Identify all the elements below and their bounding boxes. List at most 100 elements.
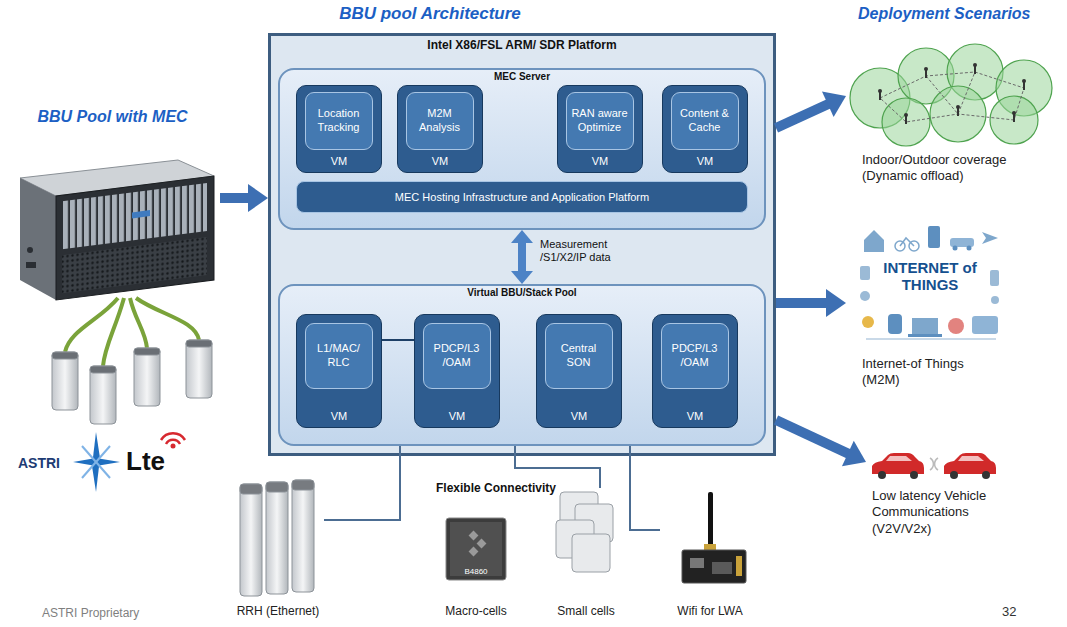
- vm-box-text: VM: [331, 410, 348, 422]
- iot-icons-part: [864, 230, 884, 252]
- vm-box: VM Content & Cache: [662, 85, 748, 173]
- wifi-board-part: [704, 544, 716, 550]
- lte-signal-part: [161, 433, 185, 440]
- title-wrap: BBU pool Architecture: [290, 4, 570, 24]
- stack-box-text: Central SON: [549, 342, 609, 368]
- link-line-shaft: [382, 339, 414, 341]
- vehicles: [872, 453, 996, 479]
- arrow-head: [826, 289, 846, 317]
- device-item: Wifi for LWA: [660, 488, 760, 624]
- radio-heads-part: [134, 348, 160, 406]
- coverage-map-part-part: [879, 92, 881, 100]
- block-arrow: [776, 289, 846, 317]
- section-heading-wrap: Deployment Scenarios: [858, 5, 1031, 23]
- iot-icons-part: [928, 226, 940, 248]
- app-box-text: M2M Analysis: [410, 107, 470, 133]
- radio-heads-part: [90, 366, 116, 424]
- server-chassis-part-part: [62, 237, 207, 293]
- diagram-title: BBU pool Architecture: [290, 4, 570, 24]
- coverage-map-part-part: [882, 98, 930, 146]
- app-box-text: Content & Cache: [675, 107, 735, 133]
- stack-box-text: L1/MAC/ RLC: [309, 342, 369, 368]
- block-arrow: [776, 420, 866, 466]
- macro-chip: [446, 518, 506, 580]
- app-box-text: Location Tracking: [309, 107, 369, 133]
- platform-bar-text: MEC Hosting Infrastructure and Applicati…: [395, 191, 649, 203]
- coverage-map-part-part: [1022, 79, 1026, 83]
- small-cell-units: [556, 492, 613, 572]
- mec-server-box: MEC ServerVMLocation TrackingVMM2M Analy…: [278, 68, 766, 230]
- coverage-map-part-part: [880, 72, 1024, 122]
- coverage-map-part-part: [973, 63, 977, 67]
- fibre-cables-part: [130, 298, 147, 348]
- scenario-item-text: Indoor/Outdoor coverage (Dynamic offload…: [862, 152, 1034, 185]
- stack-box-text: PDCP/L3 /OAM: [427, 342, 487, 368]
- device-item-text: Small cells: [557, 604, 614, 618]
- radio-heads-part: [52, 352, 78, 410]
- vehicles-part: [872, 453, 924, 474]
- wifi-board: [682, 492, 746, 583]
- iot-icons-part: [991, 296, 999, 304]
- macro-chip-part: [469, 547, 479, 557]
- connection-line: [324, 446, 400, 520]
- edge-label-wrap: Measurement /S1/X2/IP data: [540, 238, 640, 264]
- block-arrow-shaft: [220, 193, 254, 203]
- wifi-board-part: [712, 562, 732, 574]
- arrow-head: [511, 230, 533, 243]
- iot-icons-part: [862, 316, 874, 328]
- device-item-text: RRH (Ethernet): [237, 604, 320, 618]
- logo-text-wrap: ASTRI: [18, 455, 60, 471]
- app-box: M2M Analysis: [406, 92, 474, 150]
- rrh-units-part: [292, 480, 314, 490]
- vm-box: VM L1/MAC/ RLC: [296, 314, 382, 428]
- vm-box-text: VM: [697, 155, 714, 167]
- iot-icons-part: [990, 270, 999, 286]
- scenario-item: Indoor/Outdoor coverage (Dynamic offload…: [846, 44, 1060, 204]
- coverage-map-part-part: [1013, 114, 1015, 122]
- server-chassis-part: [20, 178, 56, 300]
- vm-box: VMLocation Tracking: [296, 85, 382, 173]
- app-box: RAN aware Optimize: [566, 92, 634, 150]
- rrh-units-part: [292, 480, 314, 592]
- radio-heads-part: [186, 340, 212, 398]
- device-item-text: Wifi for LWA: [677, 604, 742, 618]
- vehicles-part: [935, 458, 938, 470]
- stack-box-text: PDCP/L3 /OAM: [665, 342, 725, 368]
- radio-heads-part: [90, 366, 116, 373]
- wifi-board-part: [708, 492, 713, 548]
- coverage-map-part-part: [990, 96, 1038, 144]
- device-item: RRH (Ethernet): [232, 476, 324, 624]
- coverage-map-part-part: [905, 116, 907, 124]
- connection-line-shaft: [515, 446, 600, 488]
- iot-icons-part: [860, 291, 870, 301]
- coverage-map-part: [850, 44, 1052, 146]
- vm-box-text: VM: [571, 410, 588, 422]
- vm-box-text: VM: [592, 155, 609, 167]
- iot-icons-part: [953, 246, 958, 251]
- bbu-pool-box: Virtual BBU/Stack PoolVML1/MAC/ RLCVMPDC…: [278, 284, 766, 446]
- coverage-map-part-part: [878, 89, 882, 93]
- macro-chip-part: [477, 539, 487, 549]
- device-item-text: Macro-cells: [445, 604, 506, 618]
- connection-line-shaft: [324, 446, 400, 520]
- small-cell-units-part: [572, 534, 610, 572]
- rrh-units-part: [266, 482, 288, 594]
- coverage-map-part-part: [974, 66, 976, 74]
- radio-heads-part: [134, 348, 160, 355]
- rrh-units-part: [240, 484, 262, 494]
- vehicles-part: [930, 458, 933, 470]
- block-arrow-shaft: [776, 420, 853, 456]
- iot-icons-part: [900, 238, 914, 246]
- block-arrow: [776, 92, 846, 128]
- logo-text: Lte: [126, 446, 165, 477]
- mec-server-box-text: MEC Server: [494, 71, 550, 82]
- iot-icons-part: [972, 316, 998, 334]
- vm-box-text: VM: [432, 155, 449, 167]
- astri-star-part: [82, 446, 110, 478]
- chip-marking-wrap: B4860: [446, 567, 506, 576]
- iot-icons-part: [888, 314, 902, 334]
- vehicles-part-part: [950, 471, 958, 479]
- radio-heads-part: [52, 352, 78, 359]
- vehicles-part: [910, 471, 918, 479]
- iot-icons-part: [866, 338, 996, 340]
